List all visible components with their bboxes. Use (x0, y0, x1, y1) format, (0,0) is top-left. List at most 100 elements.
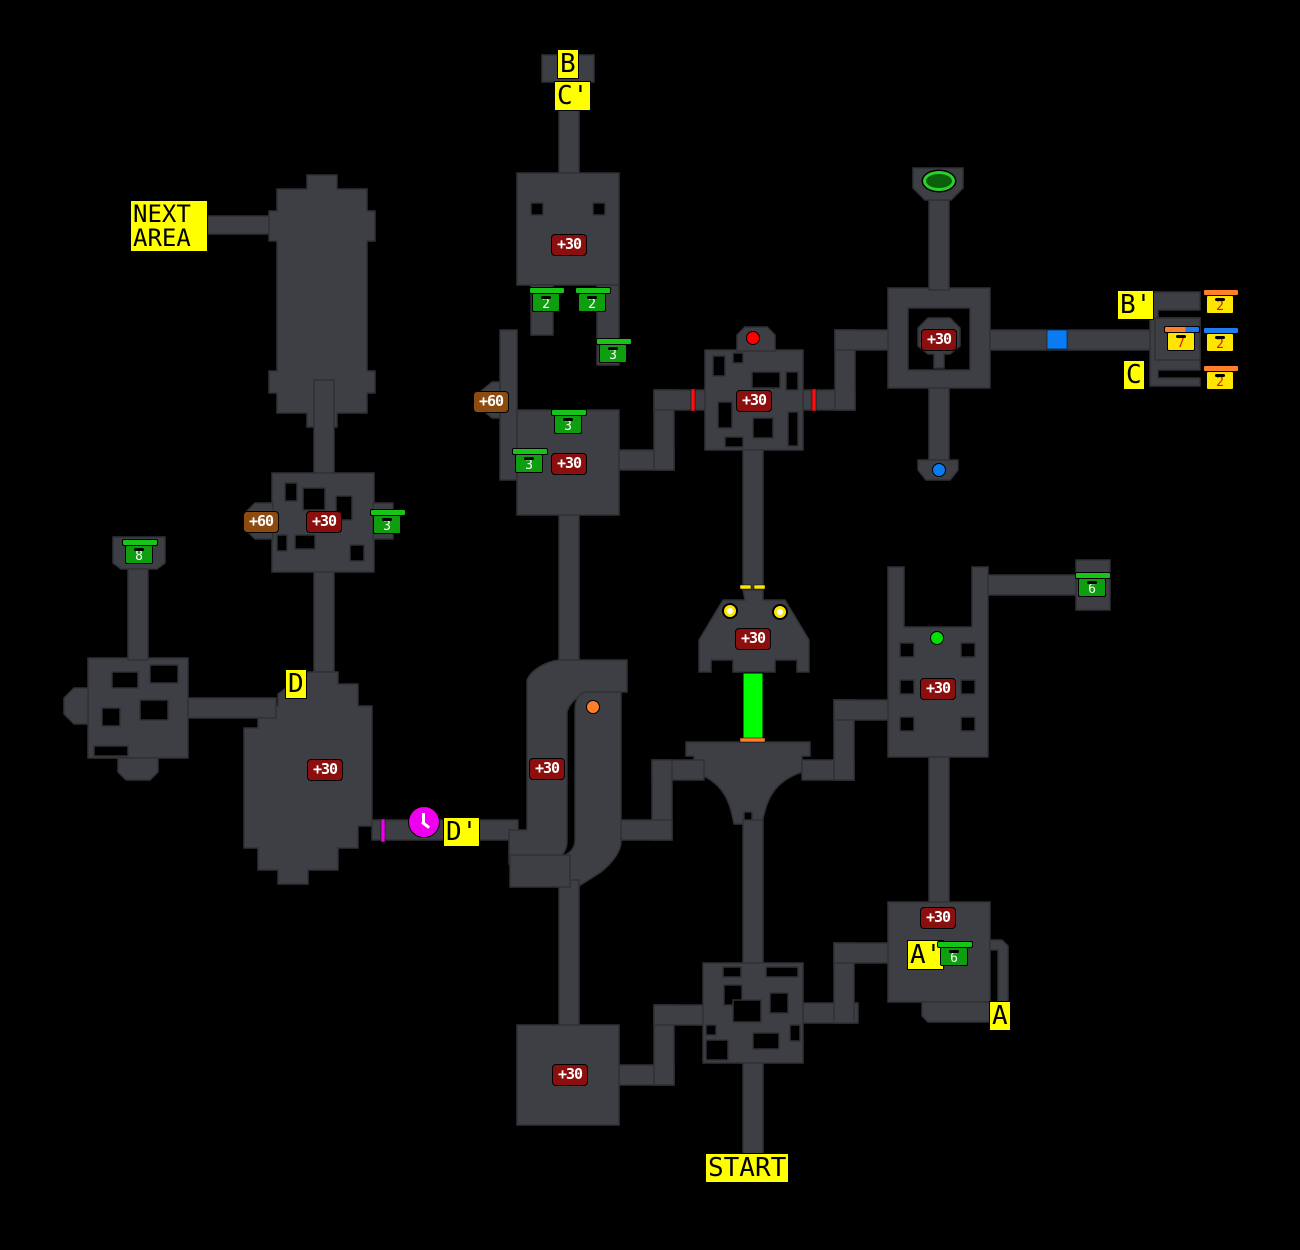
label-c-prime[interactable]: C' (554, 81, 592, 111)
clock-icon[interactable] (408, 806, 440, 838)
chest[interactable]: 6 (1075, 572, 1111, 597)
corridor-junction-south (742, 819, 764, 966)
label-next-area[interactable]: NEXT AREA (130, 200, 208, 252)
corridor-ring-north (928, 199, 950, 291)
chest-count: 8 (135, 549, 143, 564)
chest-box: 3 (515, 454, 543, 473)
label-b-prime[interactable]: B' (1117, 290, 1155, 320)
chest-box: 2 (578, 293, 606, 312)
corridor-start-south (742, 1062, 764, 1159)
chest[interactable]: 3 (370, 509, 406, 534)
chest-count: 7 (1177, 336, 1185, 351)
chest[interactable]: 3 (512, 448, 548, 473)
label-a[interactable]: A (989, 1001, 1011, 1031)
corridor-to-ring-room (834, 329, 891, 351)
chest-box: 6 (1078, 578, 1106, 597)
green-switch-icon[interactable] (930, 631, 944, 645)
chest-count: 2 (1216, 299, 1224, 314)
corridor-green-room-south (928, 756, 950, 906)
chest-box: 2 (1206, 371, 1234, 390)
room-tall-north-west (268, 174, 376, 428)
time-bonus[interactable]: +30 (920, 678, 956, 700)
chest[interactable]: 2 (1203, 365, 1239, 390)
corridor-tall-to-maze (313, 379, 335, 476)
yellow-door-left[interactable] (739, 584, 752, 590)
chest-box: 3 (599, 344, 627, 363)
label-d[interactable]: D (285, 669, 307, 699)
corridor-north-lower-south (558, 514, 580, 661)
chest-box: 2 (1206, 295, 1234, 314)
time-bonus[interactable]: +60 (473, 391, 509, 413)
corridor-north (558, 107, 580, 179)
corridor-far-west-north (127, 559, 149, 661)
red-switch-icon[interactable] (746, 331, 760, 345)
chest-box: 3 (554, 415, 582, 434)
warp-ring-icon[interactable] (923, 171, 955, 191)
chest-box: 3 (373, 515, 401, 534)
chest[interactable]: 2 (1203, 289, 1239, 314)
blue-switch-icon[interactable] (932, 463, 946, 477)
time-bonus[interactable]: +30 (551, 453, 587, 475)
chest-count: 2 (1216, 337, 1224, 352)
yellow-ring-switch-icon[interactable] (722, 603, 738, 619)
yellow-door-right[interactable] (753, 584, 766, 590)
corridor-next-area (205, 215, 277, 235)
corridor-a-loop (989, 939, 1009, 1011)
label-b[interactable]: B (557, 49, 579, 79)
red-door-east[interactable] (811, 388, 817, 412)
corridor-red-door-south (742, 449, 764, 591)
red-door-west[interactable] (690, 388, 696, 412)
corridor-to-red-door (653, 389, 707, 411)
corridor-green-room-east (987, 574, 1079, 596)
label-c[interactable]: C (1123, 360, 1145, 390)
chest-count: 3 (383, 519, 391, 534)
time-bonus[interactable]: +30 (529, 758, 565, 780)
label-start[interactable]: START (705, 1153, 790, 1183)
corridor-curved-south (558, 879, 580, 1031)
corridor-southwest-west (509, 854, 571, 888)
chest-count: 3 (525, 458, 533, 473)
room-junction (685, 741, 811, 825)
chest-count: 2 (542, 297, 550, 312)
blue-barrier[interactable] (1046, 329, 1068, 350)
time-bonus[interactable]: +30 (551, 234, 587, 256)
alcove-far-west-left (63, 687, 89, 725)
time-bonus[interactable]: +30 (921, 329, 957, 351)
chest-count: 6 (1088, 582, 1096, 597)
corridor-to-start-room (653, 1004, 707, 1026)
chest[interactable]: 2 (575, 287, 611, 312)
floor-layer (63, 54, 1201, 1159)
green-barrier[interactable] (742, 672, 764, 740)
corridor-ring-south (928, 387, 950, 464)
chest[interactable]: 3 (551, 409, 587, 434)
chest-count: 6 (950, 951, 958, 966)
time-bonus[interactable]: +30 (552, 1064, 588, 1086)
magenta-door[interactable] (380, 818, 386, 843)
chest[interactable]: 8 (122, 539, 158, 564)
corridor-ring-east (989, 329, 1151, 351)
orange-door[interactable] (739, 737, 766, 743)
chest[interactable]: 7 (1164, 326, 1200, 351)
time-bonus[interactable]: +30 (307, 759, 343, 781)
chest-box: 7 (1167, 332, 1195, 351)
chest-box: 8 (125, 545, 153, 564)
time-bonus[interactable]: +30 (306, 511, 342, 533)
yellow-ring-switch-icon[interactable] (772, 604, 788, 620)
corridor-maze-to-d (313, 571, 335, 673)
chest[interactable]: 2 (1203, 327, 1239, 352)
corridor-far-west-east (187, 697, 277, 719)
chest-box: 2 (1206, 333, 1234, 352)
orange-switch-icon[interactable] (586, 700, 600, 714)
time-bonus[interactable]: +30 (736, 390, 772, 412)
corridor-to-a-prime (833, 942, 890, 964)
chest[interactable]: 3 (596, 338, 632, 363)
room-green-switch (887, 566, 989, 758)
chest[interactable]: 6 (937, 941, 973, 966)
alcove-far-west-bottom (117, 757, 159, 781)
label-d-prime[interactable]: D' (443, 817, 481, 847)
time-bonus[interactable]: +30 (920, 907, 956, 929)
time-bonus[interactable]: +60 (243, 511, 279, 533)
chest[interactable]: 2 (529, 287, 565, 312)
time-bonus[interactable]: +30 (735, 628, 771, 650)
